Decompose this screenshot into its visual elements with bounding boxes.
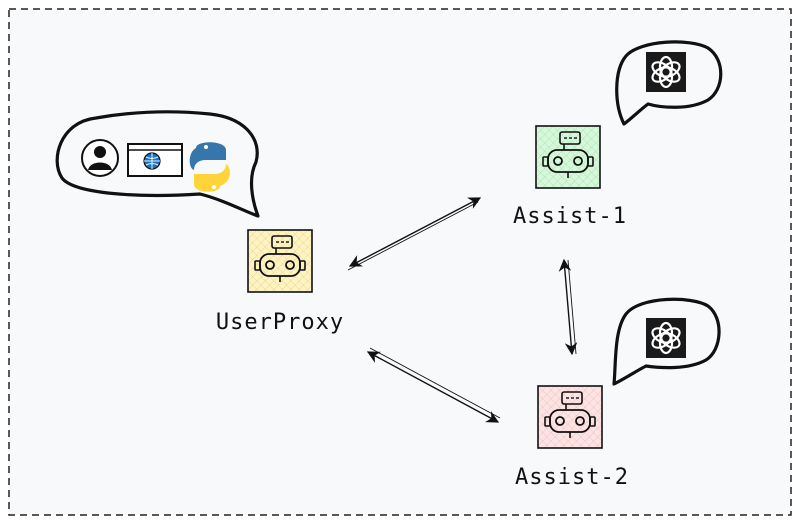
assist2-speech-bubble [612, 297, 721, 386]
userproxy-label: UserProxy [216, 310, 344, 335]
userproxy-speech-bubble [55, 110, 260, 218]
assist1-speech-bubble [615, 40, 723, 126]
assist2-label: Assist-2 [515, 465, 629, 490]
browser-globe-icon [127, 143, 183, 177]
python-icon [189, 142, 230, 192]
assist1-node[interactable]: Assist-1 [513, 125, 627, 229]
edges [347, 197, 578, 423]
user-icon [81, 139, 119, 177]
openai-icon [644, 50, 688, 94]
edge-userproxy-assist2 [366, 347, 501, 423]
edge-userproxy-assist1 [347, 197, 482, 271]
assist1-label: Assist-1 [513, 204, 627, 229]
userproxy-node[interactable]: UserProxy [216, 229, 344, 335]
assist2-node[interactable]: Assist-2 [515, 385, 629, 490]
openai-icon [644, 316, 688, 360]
edge-assist1-assist2 [558, 258, 578, 356]
